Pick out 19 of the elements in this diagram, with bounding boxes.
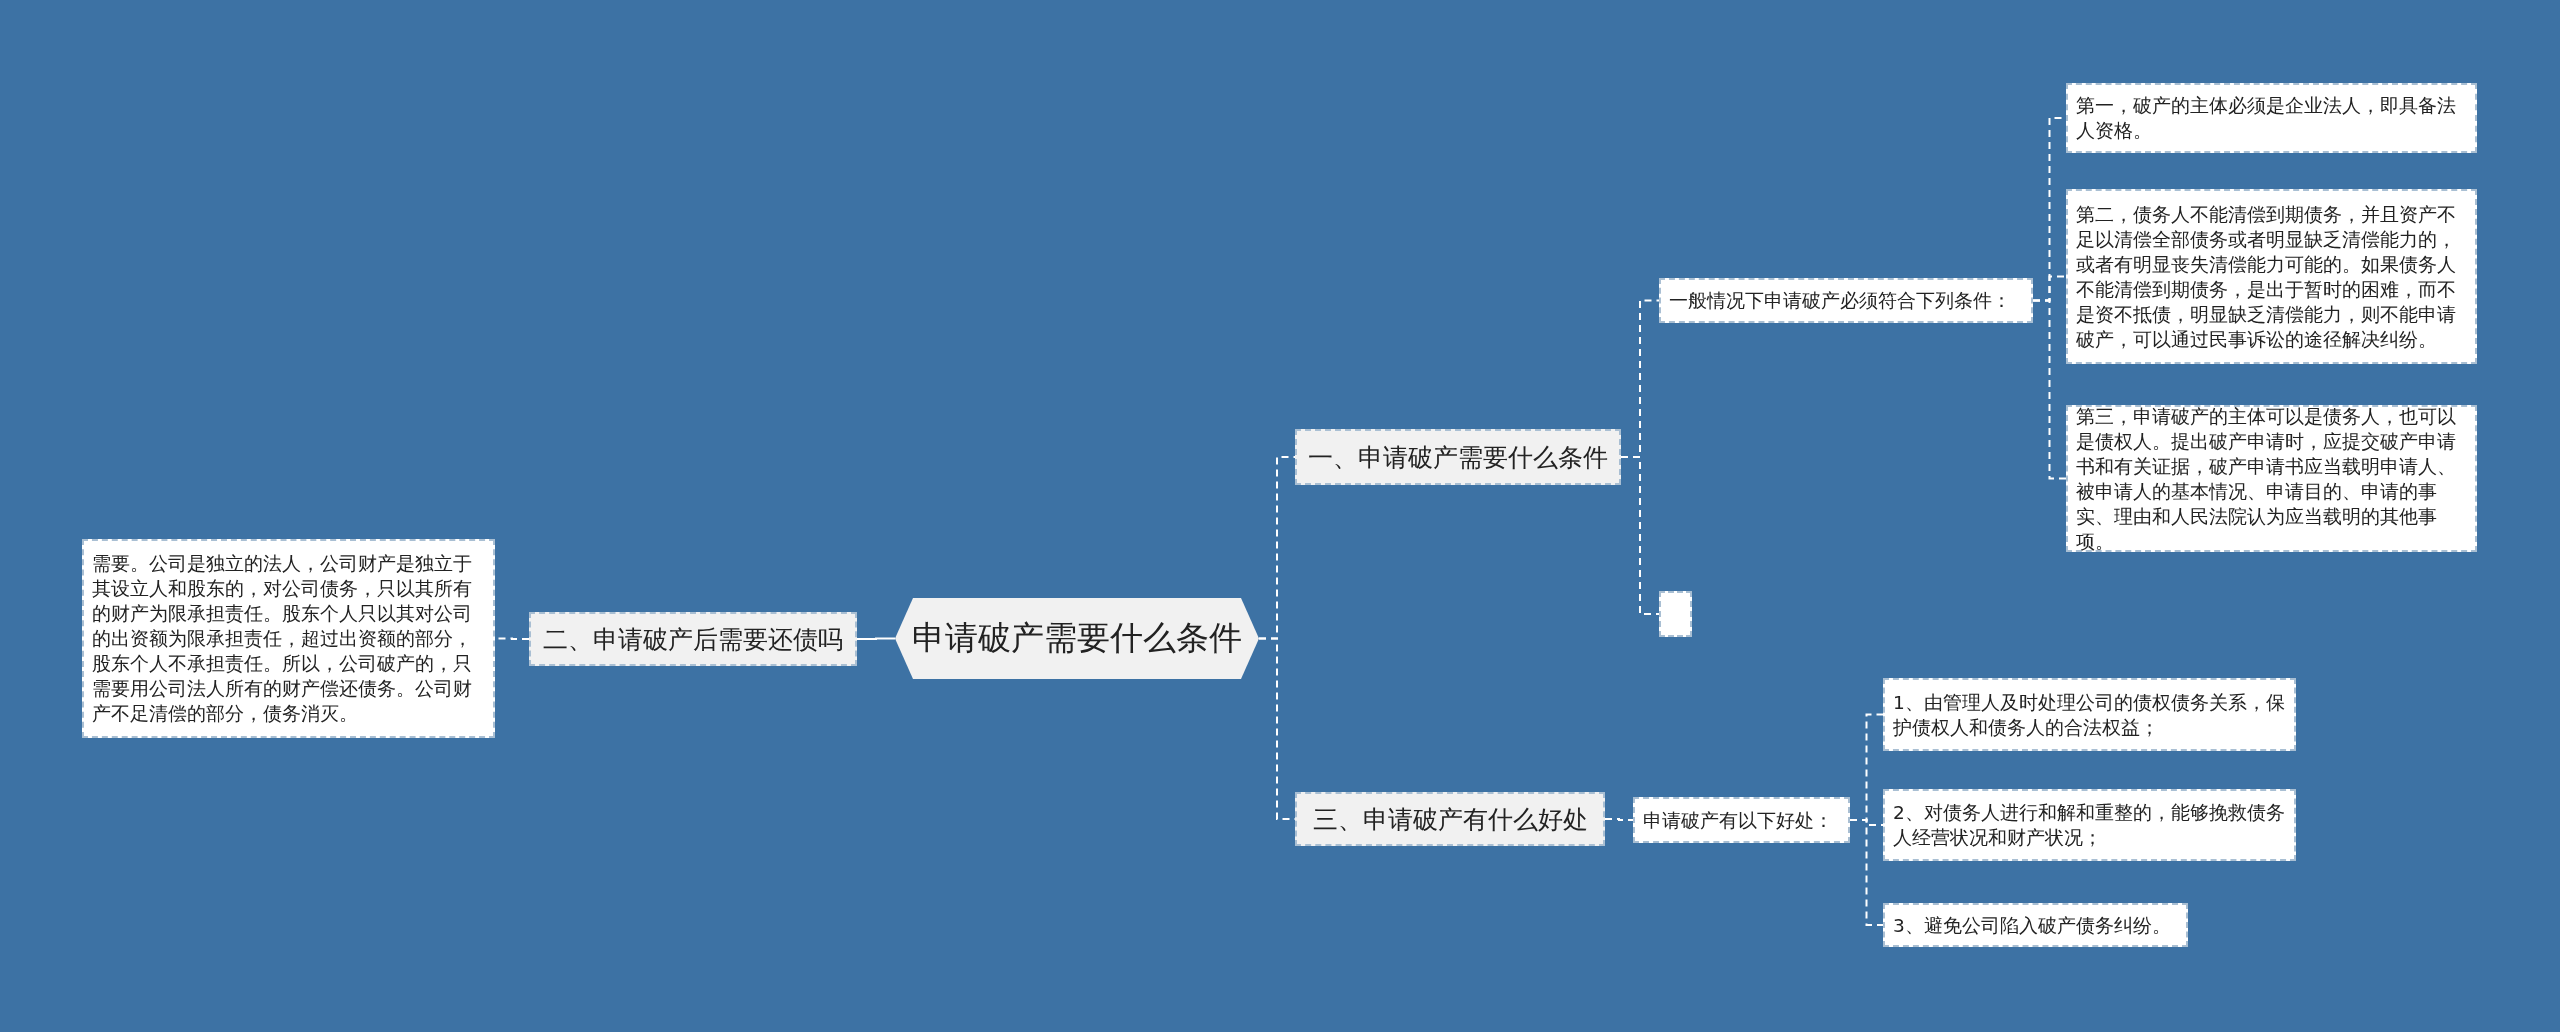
text-box: 第二，债务人不能清偿到期债务，并且资产不足以清偿全部债务或者明显缺乏清偿能力的，或者有明显丧失清偿能力可能的。如果债务人不能清偿到期债务，是出于暂时的困难，而不是资不抵债，明显缺乏清偿能力，则不能申请破产，可以通过民事诉讼的途径解决纠纷。: [2066, 189, 2477, 364]
connector: [2032, 299, 2067, 480]
connector: [1604, 818, 1634, 821]
topic-box: 一、申请破产需要什么条件: [1295, 429, 1621, 485]
topic-box: 三、申请破产有什么好处: [1295, 792, 1605, 846]
connector: [856, 637, 896, 640]
central-topic-hexagon: 申请破产需要什么条件: [895, 598, 1259, 679]
empty-box: [1659, 591, 1692, 637]
topic-box: 二、申请破产后需要还债吗: [529, 612, 857, 666]
text-box: 2、对债务人进行和解和重整的，能够挽救债务人经营状况和财产状况；: [1883, 789, 2296, 861]
text-box: 第一，破产的主体必须是企业法人，即具备法人资格。: [2066, 83, 2477, 153]
text-box: 3、避免公司陷入破产债务纠纷。: [1883, 903, 2188, 947]
text-box: 一般情况下申请破产必须符合下列条件：: [1659, 278, 2033, 323]
connector: [1849, 819, 1884, 926]
text-box: 申请破产有以下好处：: [1633, 797, 1850, 843]
text-box: 第三，申请破产的主体可以是债务人，也可以是债权人。提出破产申请时，应提交破产申请书和有关证据，破产申请书应当载明申请人、被申请人的基本情况、申请目的、申请的事实、理由和人民法院认为应当载明的其他事项。: [2066, 405, 2477, 552]
connector: [1620, 456, 1660, 615]
text-box: 1、由管理人及时处理公司的债权债务关系，保护债权人和债务人的合法权益；: [1883, 678, 2296, 751]
text-box: 需要。公司是独立的法人，公司财产是独立于其设立人和股东的，对公司债务，只以其所有的财产为限承担责任。股东个人只以其对公司的出资额为限承担责任，超过出资额的部分，股东个人不承担责任。所以，公司破产的，只需要用公司法人所有的财产偿还债务。公司财产不足清偿的部分，债务消灭。: [82, 539, 495, 738]
